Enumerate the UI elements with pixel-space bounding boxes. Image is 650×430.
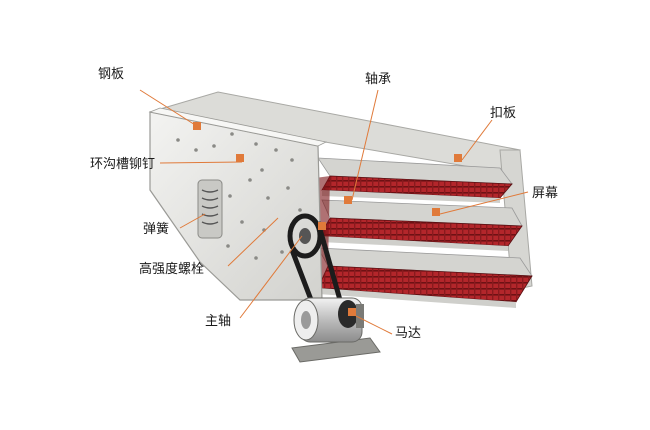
- rivet-dot: [286, 186, 290, 190]
- side-steel-plate: [148, 107, 328, 301]
- leader-ring-groove-rivet: [159, 161, 243, 164]
- label-clamp-plate: 扣板: [490, 106, 517, 121]
- rivet-dot: [176, 138, 180, 142]
- leader-screen-mesh: [439, 191, 529, 215]
- rivet-dot: [228, 194, 232, 198]
- rivet-dot: [274, 148, 278, 152]
- marker-square-6: [432, 208, 440, 216]
- leader-motor: [355, 315, 393, 335]
- screen-deck-middle: [319, 199, 523, 251]
- marker-square-5: [454, 154, 462, 162]
- belt-drive: [287, 213, 343, 319]
- rivet-dot: [248, 178, 252, 182]
- label-motor: 马达: [395, 326, 422, 341]
- leader-bearing: [351, 89, 379, 201]
- leader-clamp-plate: [461, 119, 493, 161]
- motor-assembly: [291, 297, 381, 363]
- rivet-dot: [240, 220, 244, 224]
- rivet-group: [176, 132, 302, 260]
- label-main-shaft: 主轴: [205, 314, 232, 329]
- screen-deck-top: [317, 157, 513, 203]
- rivet-dot: [230, 132, 234, 136]
- rivet-dot: [266, 196, 270, 200]
- marker-square-2: [236, 154, 244, 162]
- spring-assembly: [197, 179, 223, 239]
- leader-steel-plate: [139, 89, 201, 129]
- label-bearing: 轴承: [365, 72, 392, 87]
- leader-lines: [139, 89, 529, 335]
- rivet-dot: [280, 250, 284, 254]
- marker-square-3: [318, 222, 326, 230]
- rivet-dot: [298, 208, 302, 212]
- rivet-dot: [212, 144, 216, 148]
- label-high-strength-bolt: 高强度螺栓: [139, 262, 205, 277]
- leader-spring: [179, 213, 206, 229]
- rivet-dot: [226, 244, 230, 248]
- screen-deck-bottom: [317, 247, 533, 308]
- rivet-dot: [254, 142, 258, 146]
- rivet-dot: [194, 148, 198, 152]
- label-ring-groove-rivet: 环沟槽铆钉: [90, 157, 156, 172]
- rivet-dot: [260, 168, 264, 172]
- rivet-dot: [290, 158, 294, 162]
- marker-square-7: [348, 308, 356, 316]
- leader-high-strength-bolt: [227, 217, 279, 267]
- label-spring: 弹簧: [143, 222, 170, 237]
- marker-square-4: [344, 196, 352, 204]
- label-steel-plate: 钢板: [98, 67, 125, 82]
- leader-main-shaft: [239, 235, 303, 319]
- label-screen-mesh: 屏幕: [532, 186, 559, 201]
- rivet-dot: [254, 256, 258, 260]
- marker-square-1: [193, 122, 201, 130]
- label-markers: [193, 122, 462, 316]
